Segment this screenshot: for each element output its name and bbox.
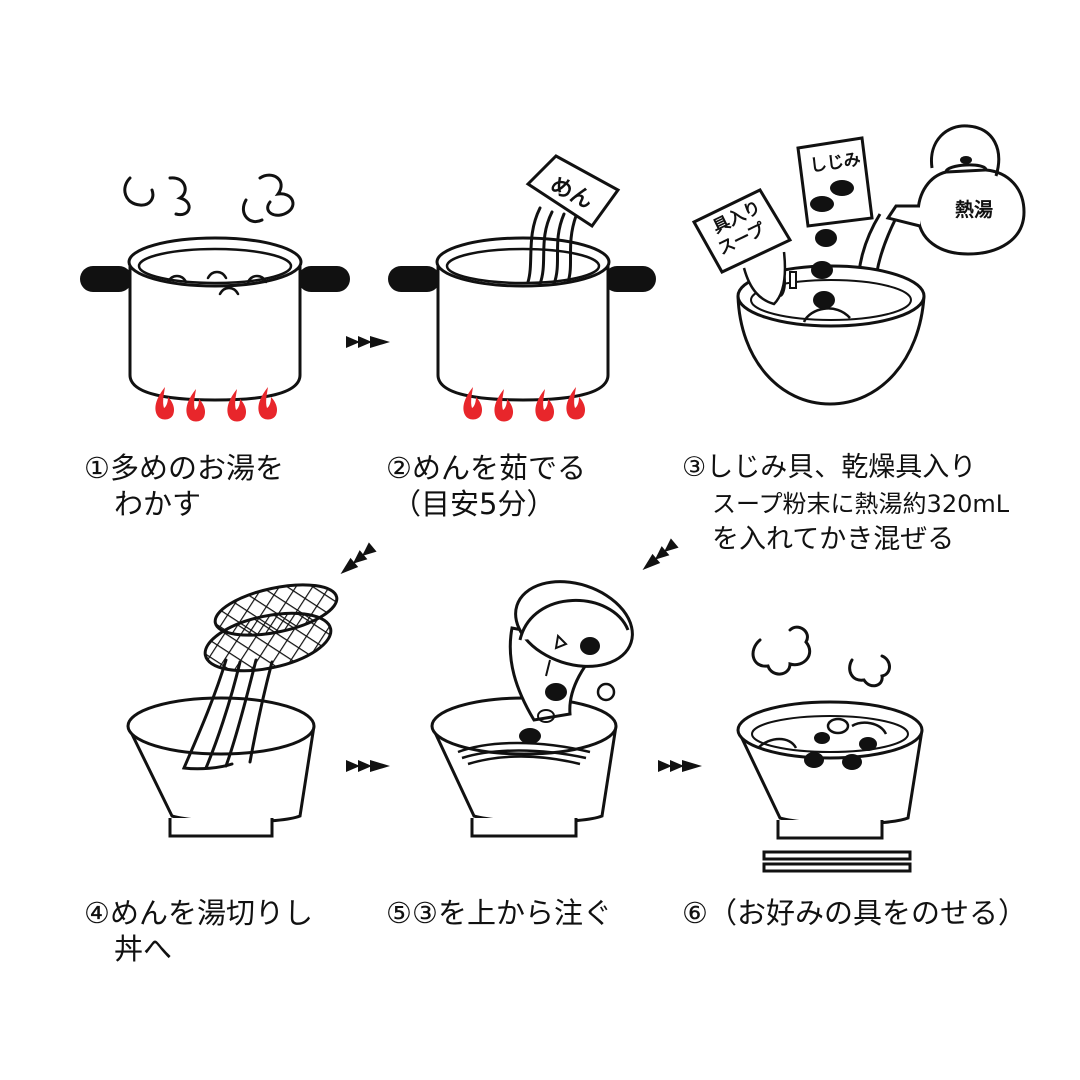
step-4-illustration [126, 583, 339, 838]
step-6-number: ⑥ [682, 896, 708, 930]
step-2-line-1: めんを茹でる [412, 451, 587, 485]
clam-icon [519, 637, 600, 744]
kettle-label: 熱湯 [955, 198, 993, 221]
step-1-line-2: わかす [114, 487, 202, 521]
arrow-icon [642, 538, 679, 570]
noodle-packet-icon: めん [525, 154, 621, 286]
clam-icon [804, 732, 877, 770]
arrow-icon [346, 336, 390, 348]
step-1-caption: ①多めのお湯を わかす [84, 450, 284, 522]
strainer-icon [203, 583, 339, 673]
steam-icon [123, 173, 295, 223]
step-3-number: ③ [682, 452, 707, 483]
step-5-line-1: ③を上から注ぐ [412, 896, 612, 930]
step-2-number: ② [386, 451, 412, 485]
step-5-number: ⑤ [386, 896, 412, 930]
pot-icon [388, 236, 656, 402]
noodle-stream [181, 658, 274, 771]
bowl-icon [736, 700, 924, 840]
bowl-icon [430, 696, 618, 838]
arrow-icon [346, 760, 390, 772]
step-3-line-3: を入れてかき混ぜる [712, 524, 955, 555]
step-1-number: ① [84, 451, 110, 485]
pot-icon [80, 236, 350, 402]
steam-icon [751, 625, 891, 688]
step-5-caption: ⑤③を上から注ぐ [386, 895, 612, 931]
step-3-caption: ③しじみ貝、乾燥具入り スープ粉末に熱湯約320mL を入れてかき混ぜる [682, 450, 1009, 558]
step-2-caption: ②めんを茹でる （目安5分） [386, 450, 586, 522]
step-3-line-2: スープ粉末に熱湯約320mL [712, 490, 1010, 518]
step-1-line-1: 多めのお湯を [110, 451, 285, 485]
step-1-illustration [80, 173, 350, 422]
chopsticks-icon [762, 850, 912, 873]
step-4-caption: ④めんを湯切りし 丼へ [84, 895, 313, 967]
step-3-line-1: しじみ貝、乾燥具入り [706, 452, 977, 483]
clam-packet-icon: しじみ [796, 136, 874, 228]
step-5-illustration [430, 580, 634, 838]
step-4-number: ④ [84, 896, 110, 930]
soup-bowl-pouring [508, 580, 634, 744]
step-3-illustration: 具入り スープ しじみ 熱湯 [691, 124, 1026, 406]
step-6-illustration [736, 625, 924, 873]
arrow-icon [658, 760, 702, 772]
step-4-line-2: 丼へ [114, 932, 173, 966]
step-2-illustration: めん [388, 154, 656, 422]
kettle-icon: 熱湯 [885, 124, 1026, 256]
step-6-line-1: （お好みの具をのせる） [708, 896, 1028, 930]
step-4-line-1: めんを湯切りし [110, 896, 314, 930]
step-6-caption: ⑥（お好みの具をのせる） [682, 895, 1027, 931]
arrow-icon [340, 542, 377, 574]
step-2-line-2: （目安5分） [392, 487, 556, 521]
